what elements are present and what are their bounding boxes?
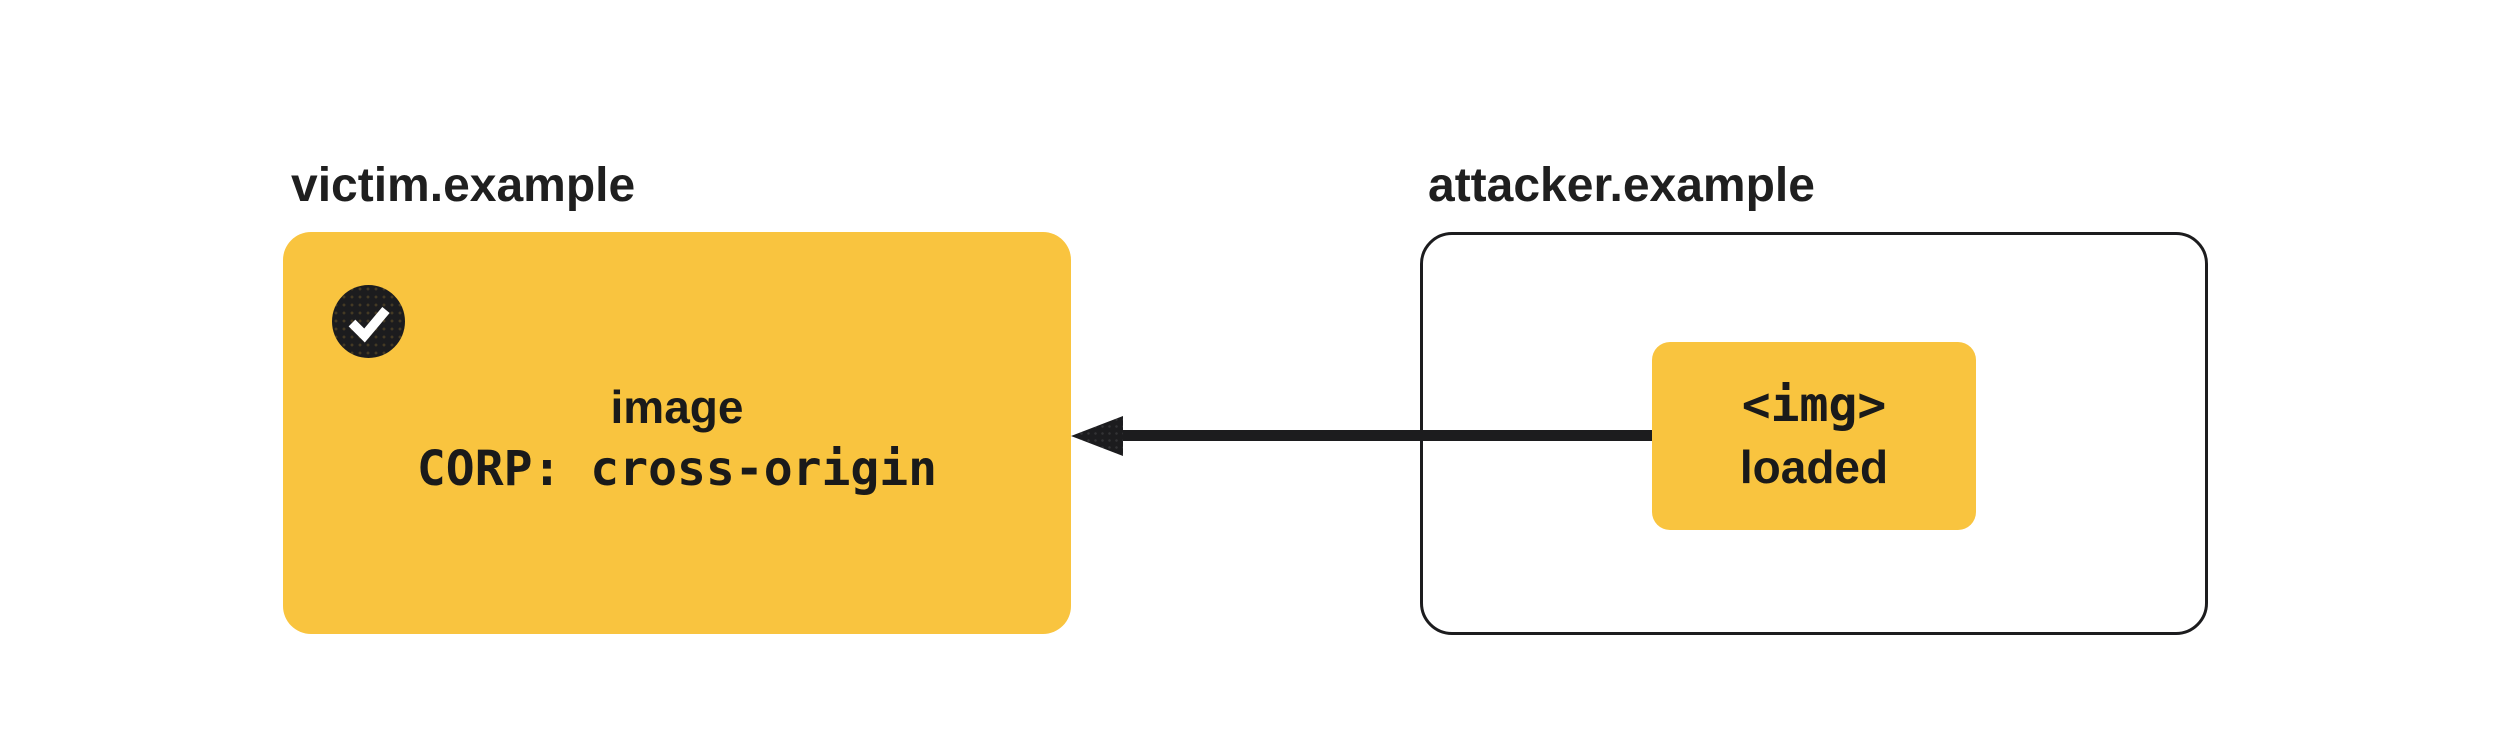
attacker-img-box: <img> loaded xyxy=(1652,342,1976,530)
checkmark-glyph xyxy=(348,306,390,343)
victim-resource-box: image CORP: cross-origin xyxy=(283,232,1071,634)
attacker-domain-label: attacker.example xyxy=(1428,159,1815,212)
check-icon xyxy=(332,285,405,358)
victim-domain-label: victim.example xyxy=(291,159,636,212)
img-element-label: <img> xyxy=(1741,377,1887,433)
request-arrow-shaft xyxy=(1115,430,1653,441)
victim-corp-header: CORP: cross-origin xyxy=(416,441,938,497)
victim-resource-name: image xyxy=(610,381,744,433)
request-arrow-head-icon xyxy=(1071,416,1123,456)
img-status-label: loaded xyxy=(1739,441,1889,493)
